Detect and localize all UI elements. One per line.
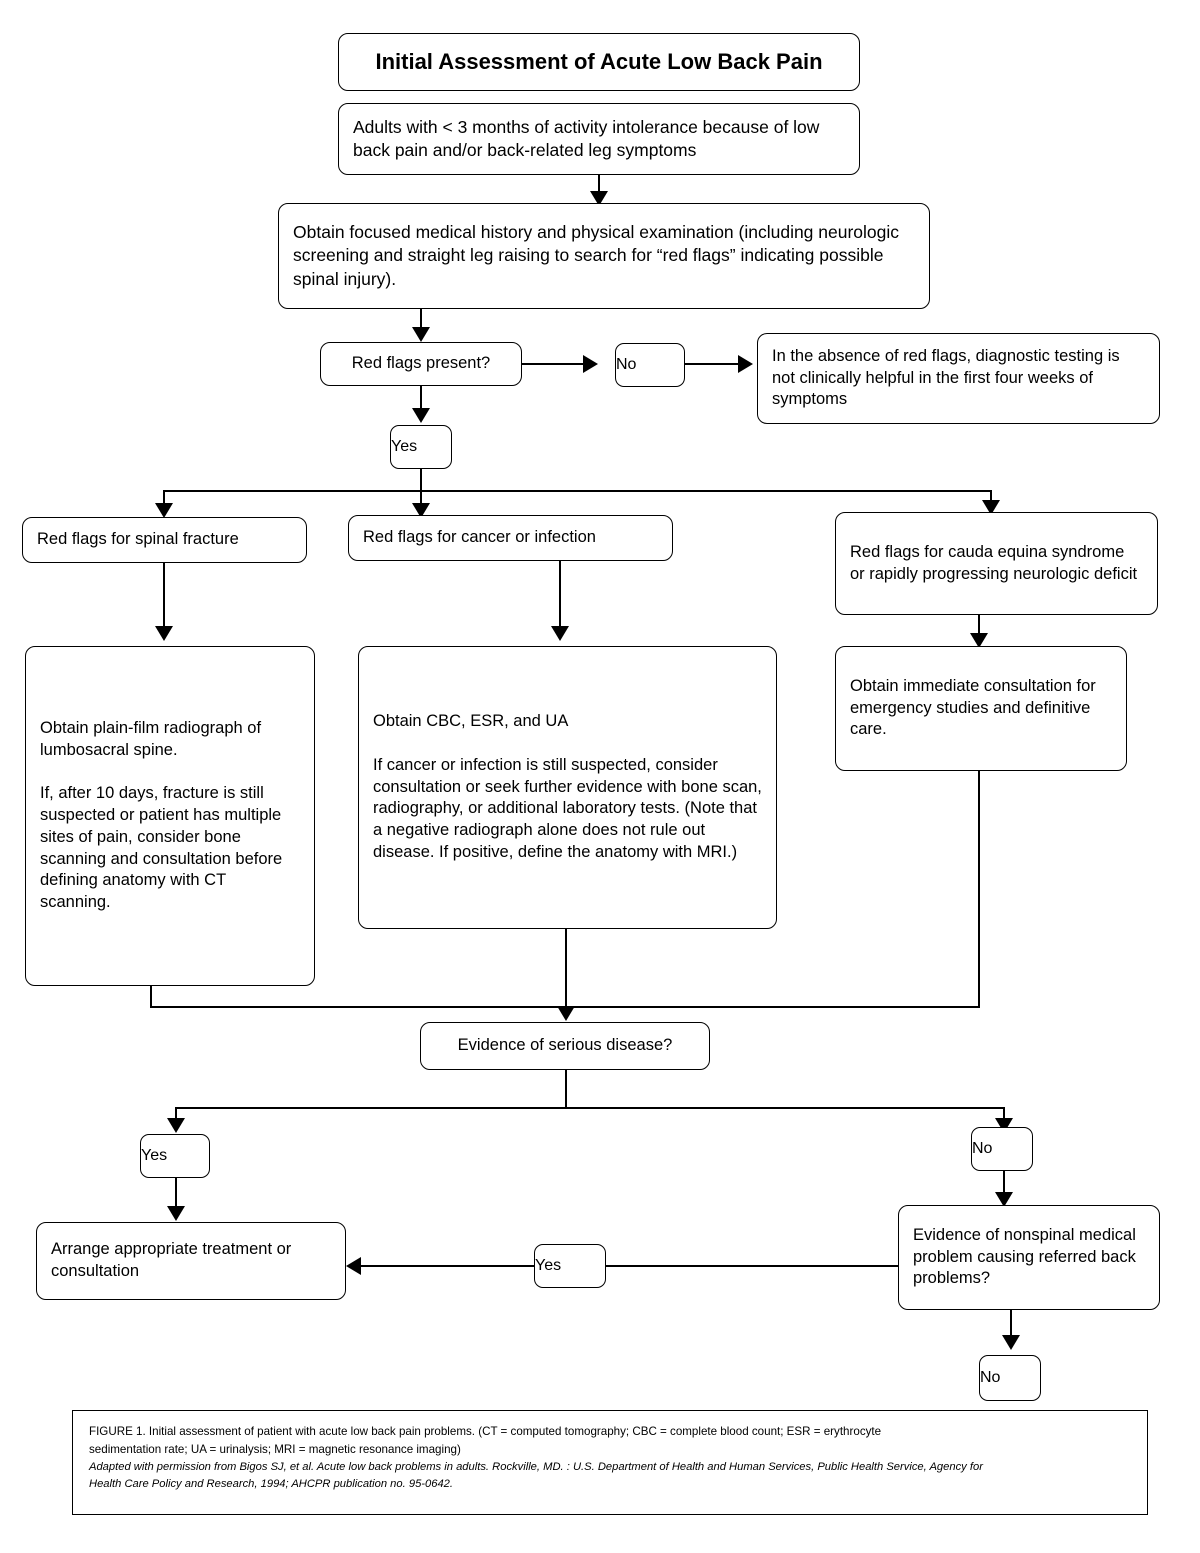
connector-split-to-fracture: [163, 490, 165, 506]
connector-nonspinal-to-no3: [1010, 1310, 1012, 1338]
arrange-treatment-text: Arrange appropriate treatment or consult…: [51, 1240, 292, 1280]
caption-line-1: FIGURE 1. Initial assessment of patient …: [89, 1425, 882, 1438]
label-yes-1-text: Yes: [391, 438, 418, 456]
arrowhead-down-to-serious-disease: [557, 1006, 575, 1021]
connector-no-to-outcome: [685, 363, 739, 365]
connector-cauda-action-down: [978, 771, 980, 1008]
connector-yes3-to-arrange: [361, 1265, 534, 1267]
caption-line-4: Health Care Policy and Research, 1994; A…: [89, 1478, 454, 1491]
title-box: Initial Assessment of Acute Low Back Pai…: [338, 33, 860, 91]
connector-redflags-to-no: [522, 363, 584, 365]
branch-spinal-fracture-box: Red flags for spinal fracture: [22, 517, 307, 563]
serious-disease-decision-text: Evidence of serious disease?: [457, 1036, 673, 1055]
history-exam-text: Obtain focused medical history and physi…: [293, 222, 900, 289]
split-bus-three-branches: [163, 490, 991, 492]
arrowhead-down-to-history: [590, 191, 608, 206]
arrowhead-down-to-fracture: [155, 503, 173, 518]
connector-yes-down-to-split: [420, 469, 422, 491]
action-cauda-text: Obtain immediate consultation for emerge…: [850, 676, 1096, 739]
branch-spinal-fracture-text: Red flags for spinal fracture: [37, 530, 239, 549]
label-yes-2: Yes: [140, 1134, 210, 1178]
connector-cauda-to-action: [978, 615, 980, 637]
arrowhead-down-to-yes2: [167, 1118, 185, 1133]
connector-fracture-to-action: [163, 563, 165, 629]
connector-nonspinal-to-yes3: [605, 1265, 898, 1267]
connector-cancer-to-action: [559, 561, 561, 629]
figure-caption-box: FIGURE 1. Initial assessment of patient …: [72, 1410, 1148, 1515]
connector-fracture-action-down: [150, 986, 152, 1008]
population-text: Adults with < 3 months of activity intol…: [353, 116, 820, 160]
branch-cauda-equina-text: Red flags for cauda equina syndrome or r…: [850, 542, 1138, 583]
label-yes-3-text: Yes: [535, 1257, 562, 1275]
label-no-1: No: [615, 343, 685, 387]
arrowhead-down-cancer-action: [551, 626, 569, 641]
arrowhead-down-to-redflags: [412, 327, 430, 342]
history-exam-box: Obtain focused medical history and physi…: [278, 203, 930, 309]
arrange-treatment-box: Arrange appropriate treatment or consult…: [36, 1222, 346, 1300]
title-text: Initial Assessment of Acute Low Back Pai…: [375, 49, 823, 75]
label-yes-1: Yes: [390, 425, 452, 469]
action-fracture-box: Obtain plain-film radiograph of lumbosac…: [25, 646, 315, 986]
connector-yes2-to-arrange: [175, 1178, 177, 1210]
connector-serious-disease-down: [565, 1070, 567, 1108]
nonspinal-decision-text: Evidence of nonspinal medical problem ca…: [913, 1225, 1136, 1288]
arrowhead-down-to-yes: [412, 408, 430, 423]
connector-redflags-to-yes: [420, 386, 422, 410]
arrowhead-left-to-arrange: [346, 1257, 361, 1275]
caption-line-2: sedimentation rate; UA = urinalysis; MRI…: [89, 1442, 461, 1456]
connector-split-to-cancer: [420, 490, 422, 506]
connector-cancer-action-down: [565, 929, 567, 1008]
label-yes-3: Yes: [534, 1244, 606, 1288]
arrowhead-down-to-nonspinal: [995, 1192, 1013, 1207]
arrowhead-down-to-arrange: [167, 1206, 185, 1221]
connector-history-to-redflags: [420, 309, 422, 329]
nonspinal-decision-box: Evidence of nonspinal medical problem ca…: [898, 1205, 1160, 1310]
arrowhead-down-to-cancer: [412, 503, 430, 518]
arrowhead-down-cauda-action: [970, 633, 988, 648]
branch-cancer-infection-box: Red flags for cancer or infection: [348, 515, 673, 561]
arrowhead-down-to-cauda: [982, 500, 1000, 515]
label-no-3: No: [979, 1355, 1041, 1401]
no-red-flags-outcome-box: In the absence of red flags, diagnostic …: [757, 333, 1160, 424]
connector-no2-to-nonspinal: [1003, 1171, 1005, 1195]
action-cancer-box: Obtain CBC, ESR, and UA If cancer or inf…: [358, 646, 777, 929]
population-box: Adults with < 3 months of activity intol…: [338, 103, 860, 175]
connector-population-to-history: [598, 175, 600, 197]
connector-split-to-cauda: [990, 490, 992, 504]
split-bus-yes-no: [175, 1107, 1003, 1109]
arrowhead-down-to-no3: [1002, 1335, 1020, 1350]
label-no-3-text: No: [980, 1369, 1001, 1387]
action-fracture-text: Obtain plain-film radiograph of lumbosac…: [40, 719, 283, 912]
label-yes-2-text: Yes: [141, 1147, 168, 1165]
caption-line-3: Adapted with permission from Bigos SJ, e…: [89, 1460, 983, 1473]
serious-disease-decision-box: Evidence of serious disease?: [420, 1022, 710, 1070]
connector-split-to-yes2: [175, 1107, 177, 1119]
action-cauda-box: Obtain immediate consultation for emerge…: [835, 646, 1127, 771]
label-no-2-text: No: [972, 1140, 993, 1158]
branch-cancer-infection-text: Red flags for cancer or infection: [363, 528, 596, 547]
arrowhead-right-to-outcome: [738, 355, 753, 373]
arrowhead-right-to-no: [583, 355, 598, 373]
red-flags-decision-text: Red flags present?: [351, 354, 491, 373]
connector-split-to-no2: [1003, 1107, 1005, 1119]
arrowhead-down-fracture-action: [155, 626, 173, 641]
label-no-2: No: [971, 1127, 1033, 1171]
red-flags-decision-box: Red flags present?: [320, 342, 522, 386]
label-no-1-text: No: [616, 356, 637, 374]
no-red-flags-outcome-text: In the absence of red flags, diagnostic …: [772, 346, 1120, 409]
action-cancer-text: Obtain CBC, ESR, and UA If cancer or inf…: [373, 712, 762, 861]
branch-cauda-equina-box: Red flags for cauda equina syndrome or r…: [835, 512, 1158, 615]
